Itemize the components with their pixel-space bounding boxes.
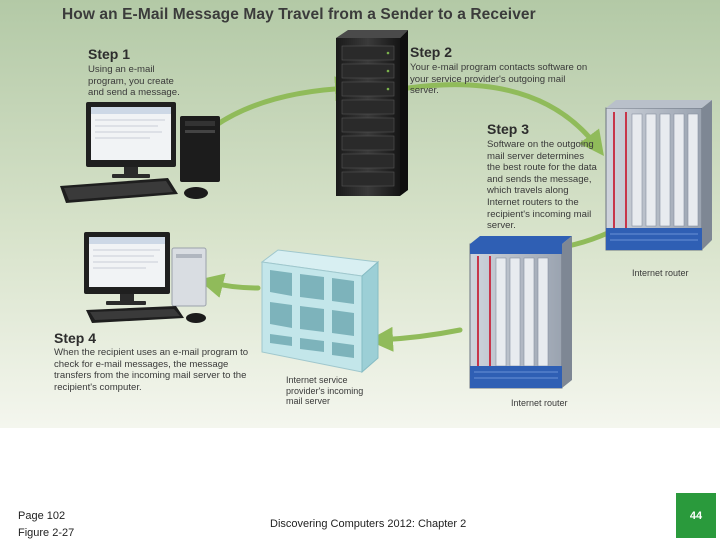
step-1-text: Using an e-mail program, you create and … bbox=[88, 64, 180, 99]
internet-router-top-icon bbox=[605, 100, 712, 251]
footer-course-label: Discovering Computers 2012: Chapter 2 bbox=[270, 518, 467, 530]
step-4-text: When the recipient uses an e-mail progra… bbox=[54, 347, 249, 393]
step-2-text: Your e-mail program contacts software on… bbox=[410, 62, 588, 97]
step-1-title: Step 1 bbox=[88, 46, 131, 62]
step-4-title: Step 4 bbox=[54, 330, 97, 346]
arrow-router-to-incoming-server bbox=[368, 326, 463, 352]
flow-arrows bbox=[198, 76, 613, 352]
outgoing-mail-server-icon bbox=[336, 30, 408, 196]
recipient-computer-icon bbox=[84, 232, 207, 323]
arrow-incoming-server-to-recipient bbox=[198, 273, 261, 298]
step-3-text: Software on the outgoing mail server det… bbox=[487, 139, 597, 232]
step-2-title: Step 2 bbox=[410, 44, 453, 60]
slide-footer bbox=[0, 428, 720, 540]
diagram-title: How an E-Mail Message May Travel from a … bbox=[62, 6, 536, 23]
diagram-artwork bbox=[0, 0, 720, 428]
email-travel-diagram: How an E-Mail Message May Travel from a … bbox=[0, 0, 720, 428]
arrow-sender-to-outgoing-server bbox=[209, 76, 360, 131]
internet-router-bottom-icon bbox=[469, 236, 572, 389]
router-top-caption: Internet router bbox=[632, 268, 689, 278]
incoming-mail-server-icon bbox=[260, 249, 380, 374]
footer-page-label: Page 102 bbox=[18, 510, 66, 522]
footer-figure-label: Figure 2-27 bbox=[18, 527, 75, 539]
sender-computer-icon bbox=[60, 102, 220, 203]
page-number-badge: 44 bbox=[676, 493, 716, 538]
step-3-title: Step 3 bbox=[487, 121, 530, 137]
incoming-server-caption: Internet service provider's incoming mai… bbox=[286, 375, 364, 406]
router-bottom-caption: Internet router bbox=[511, 398, 568, 408]
arrow-outgoing-server-to-router bbox=[405, 82, 604, 157]
